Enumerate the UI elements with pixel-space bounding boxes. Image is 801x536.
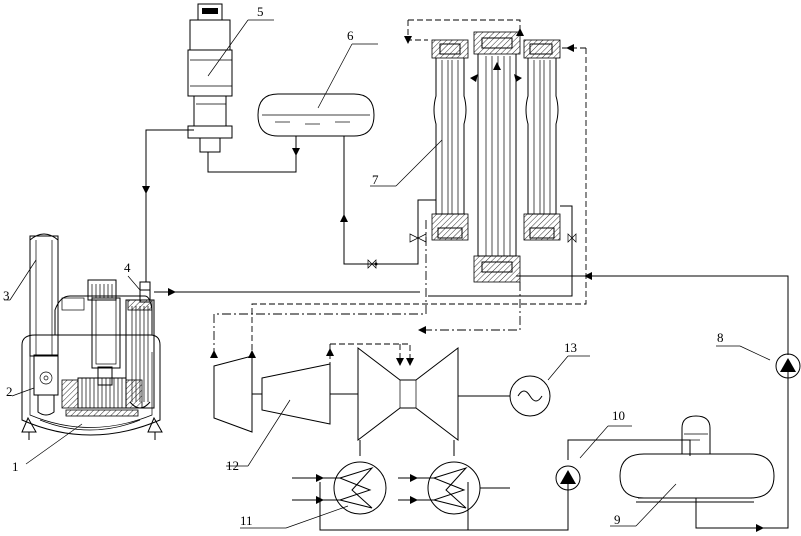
heat-exchanger-7 — [431, 31, 561, 283]
label-6: 6 — [347, 28, 354, 43]
pump-10 — [555, 465, 581, 491]
core-rods — [81, 378, 123, 408]
label-2: 2 — [6, 384, 13, 399]
condenser-11 — [292, 461, 510, 515]
turbine-12 — [213, 346, 459, 442]
label-4: 4 — [124, 260, 131, 275]
leader-lines — [4, 19, 771, 529]
label-1: 1 — [12, 459, 19, 474]
pump-column — [29, 233, 59, 416]
label-13: 13 — [564, 340, 577, 355]
control-lines — [210, 19, 587, 366]
label-11: 11 — [240, 513, 253, 528]
label-8: 8 — [717, 330, 724, 345]
deaerator-tank-9 — [619, 415, 775, 503]
reactor-vessel — [21, 279, 163, 440]
vertical-unit-5 — [187, 3, 233, 153]
steam-generator-module — [125, 281, 155, 409]
label-10: 10 — [612, 408, 625, 423]
piping — [142, 129, 789, 532]
label-3: 3 — [3, 288, 10, 303]
label-7: 7 — [372, 172, 379, 187]
label-12: 12 — [226, 458, 239, 473]
pump-8 — [775, 353, 801, 379]
label-5: 5 — [257, 4, 264, 19]
label-9: 9 — [614, 512, 621, 527]
drive-top-ribs — [91, 284, 113, 298]
generator-13 — [509, 375, 551, 417]
part-labels: 1 2 3 4 5 6 7 8 9 10 11 12 13 — [3, 4, 724, 528]
horizontal-tank-6 — [257, 93, 375, 137]
